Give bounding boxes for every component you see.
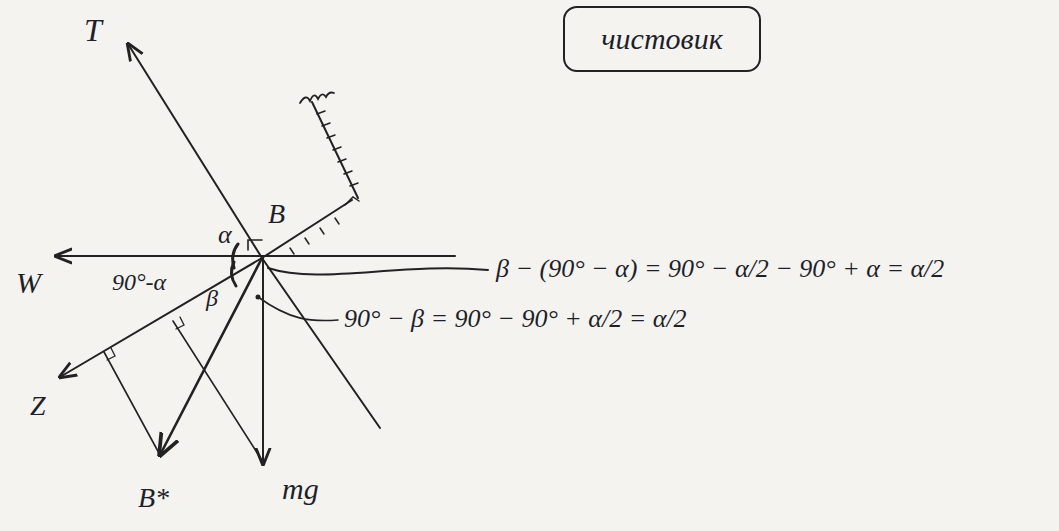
wall-squiggle xyxy=(300,93,334,104)
title-box: чистовик xyxy=(563,6,761,72)
force-label: mg xyxy=(282,474,319,504)
gravity-vector xyxy=(262,258,264,464)
projection-line xyxy=(173,321,263,462)
tension-vector xyxy=(128,44,262,258)
wall-hatching xyxy=(317,111,358,186)
tension-line xyxy=(262,258,380,428)
leader-line xyxy=(268,268,488,274)
projection-line xyxy=(104,352,160,455)
beta-arc xyxy=(231,262,236,286)
axis-label: Z xyxy=(30,392,46,420)
right-angle-mark xyxy=(345,197,359,205)
angle-label: α xyxy=(218,222,232,248)
rod-ticks xyxy=(290,218,339,254)
axis-label: W xyxy=(16,268,41,298)
force-label: T xyxy=(84,14,102,46)
angle-label: 90°-α xyxy=(112,270,166,294)
rod xyxy=(262,200,352,258)
point xyxy=(257,296,260,299)
angle-label: β xyxy=(206,286,218,310)
right-angle-mark xyxy=(107,348,115,360)
force-label: B* xyxy=(138,484,169,512)
box-title: чистовик xyxy=(601,22,722,56)
b-star-vector xyxy=(160,258,262,455)
equation: 90° − β = 90° − 90° + α/2 = α/2 xyxy=(344,306,687,332)
right-angle-mark xyxy=(176,317,184,329)
right-angle-mark xyxy=(248,240,262,250)
point-label: B xyxy=(268,200,285,228)
w-axis xyxy=(56,255,455,257)
equation: β − (90° − α) = 90° − α/2 − 90° + α = α/… xyxy=(496,256,944,282)
leader-line xyxy=(258,297,338,321)
wall xyxy=(312,102,358,198)
